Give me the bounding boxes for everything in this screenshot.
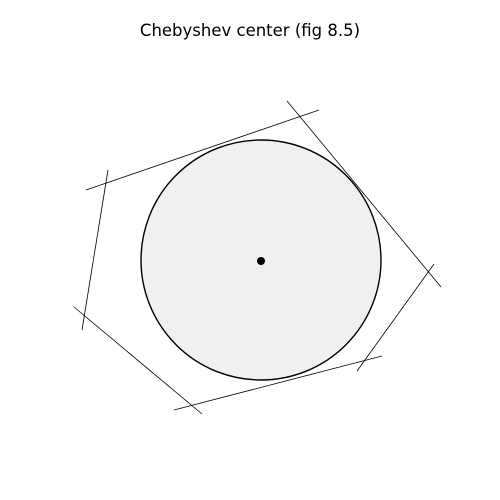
- figure-title: Chebyshev center (fig 8.5): [139, 21, 361, 40]
- boundary-line-bottom: [173, 355, 383, 411]
- boundary-line-lower-right: [356, 263, 435, 372]
- chebyshev-center-point: [257, 257, 265, 265]
- boundary-line-left: [81, 169, 109, 331]
- boundary-line-upper-right: [286, 100, 442, 288]
- boundary-line-lower-left: [73, 306, 203, 415]
- boundary-line-top: [85, 109, 320, 191]
